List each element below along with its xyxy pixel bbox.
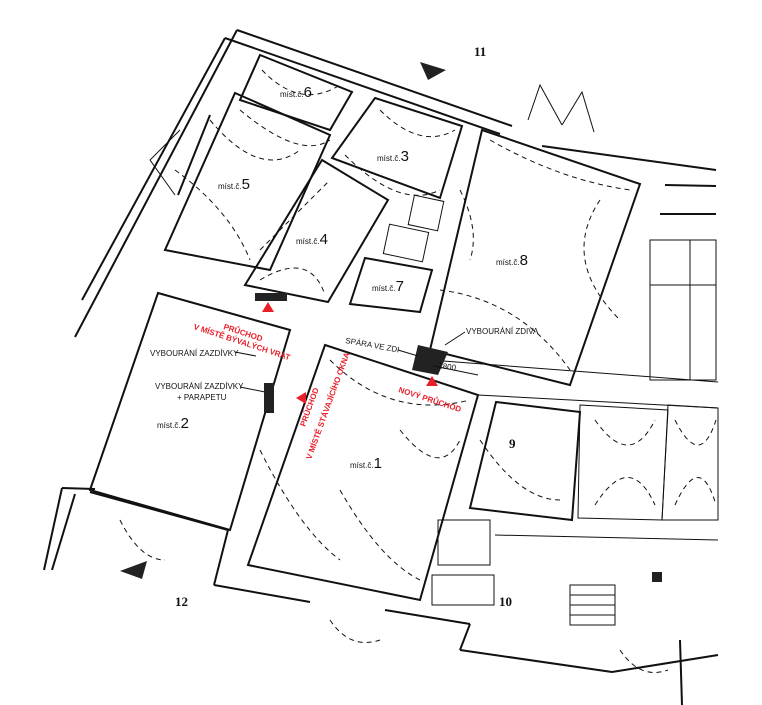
dimension-1800: 1800: [438, 361, 457, 372]
room-label-2: míst.č.2: [157, 415, 189, 432]
room-label-3: míst.č.3: [377, 148, 409, 165]
room-label-1: míst.č.1: [350, 455, 382, 472]
room-label-5: míst.č.5: [218, 176, 250, 193]
room-label-8: míst.č.8: [496, 252, 528, 269]
door-swings: [119, 69, 717, 673]
note-vybourani-zdiva: VYBOURÁNÍ ZDIVA: [466, 327, 539, 336]
label-10: 10: [499, 594, 512, 609]
exterior-windows: [149, 83, 595, 196]
room-label-4: míst.č.4: [296, 231, 328, 248]
entrance-arrow-top: [420, 62, 446, 80]
room-walls: [88, 53, 719, 626]
label-11: 11: [474, 44, 486, 59]
room-label-7: míst.č.7: [372, 278, 404, 295]
label-9: 9: [509, 436, 516, 451]
note-spara-ve-zdi: SPÁRA VE ZDI: [345, 336, 400, 354]
note-vybourani-zazdivky-parapetu-1: VYBOURÁNÍ ZAZDÍVKY: [155, 382, 244, 391]
red-annotations: PRŮCHOD V MÍSTĚ BÝVALÝCH VRAT NOVÝ PRŮCH…: [192, 321, 462, 460]
room-label-6: míst.č.6: [280, 84, 312, 101]
demolition-arrow-3: [426, 376, 438, 386]
demolition-arrow-1: [262, 302, 274, 312]
outer-labels: 11 9 10 12: [175, 44, 516, 609]
label-12: 12: [175, 594, 188, 609]
note-vybourani-zazdivky-parapetu-2: + PARAPETU: [177, 393, 227, 402]
note-vybourani-zazdivky: VYBOURÁNÍ ZAZDÍVKY: [150, 349, 239, 358]
exterior-walls: [43, 29, 719, 705]
room-labels: míst.č.6 míst.č.5 míst.č.3 míst.č.4 míst…: [157, 84, 528, 472]
red-note-novy-pruchod: NOVÝ PRŮCHOD: [397, 384, 462, 414]
demolition-arrow-2: [296, 392, 306, 404]
entrance-arrow-bottom: [120, 561, 147, 579]
